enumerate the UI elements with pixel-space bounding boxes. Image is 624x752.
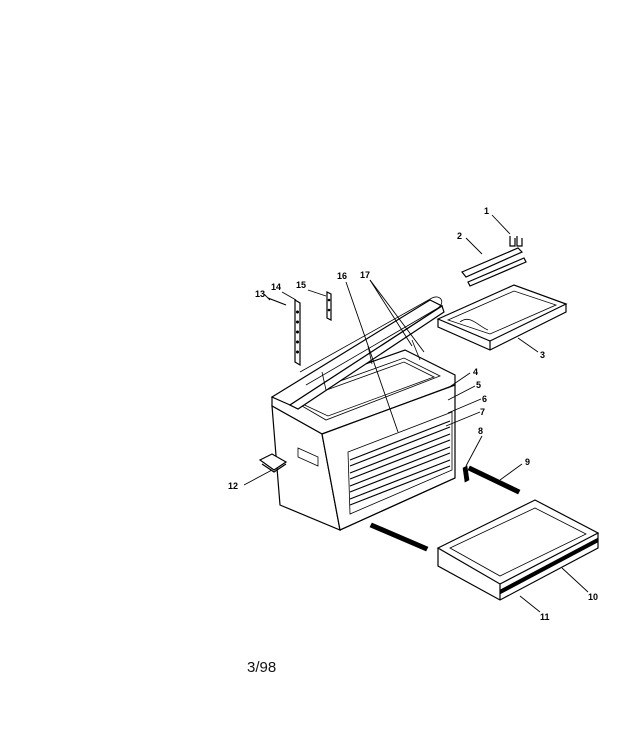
part-label-1: 1	[484, 206, 489, 216]
part-label-11: 11	[540, 612, 550, 622]
part-label-14: 14	[271, 282, 281, 292]
document-code: 3/98	[247, 659, 277, 676]
part-3-tray	[436, 284, 568, 351]
drawer-slide-loose	[369, 522, 429, 552]
part-label-3: 3	[540, 350, 545, 360]
part-label-2: 2	[457, 231, 462, 241]
leader-lines	[243, 214, 589, 613]
part-label-4: 4	[473, 367, 478, 377]
part-label-5: 5	[476, 380, 481, 390]
part-label-6: 6	[482, 394, 487, 404]
part-label-12: 12	[228, 481, 238, 491]
part-9-slide	[467, 465, 521, 495]
part-labels: 1 2 3 4 5 6 7 8 9 10 11 12 13 14 15 16 1…	[228, 206, 598, 622]
part-1-bracket	[509, 236, 523, 247]
part-label-15: 15	[296, 280, 306, 290]
part-label-10: 10	[588, 592, 598, 602]
tool-chest-cabinet	[271, 349, 456, 531]
part-label-8: 8	[478, 426, 483, 436]
part-14-hinge-strip	[294, 298, 301, 367]
part-label-16: 16	[337, 271, 347, 281]
part-15-hinge-strip	[326, 291, 332, 321]
part-label-7: 7	[480, 407, 485, 417]
part-label-17: 17	[360, 270, 370, 280]
part-13-screw	[267, 297, 287, 306]
part-label-9: 9	[525, 457, 530, 467]
part-10-drawer	[436, 499, 600, 601]
part-2-rail	[461, 247, 527, 287]
part-8-lock	[462, 465, 470, 483]
part-12-handle	[258, 453, 288, 473]
part-label-13: 13	[255, 289, 265, 299]
drawer-rows	[349, 420, 451, 506]
